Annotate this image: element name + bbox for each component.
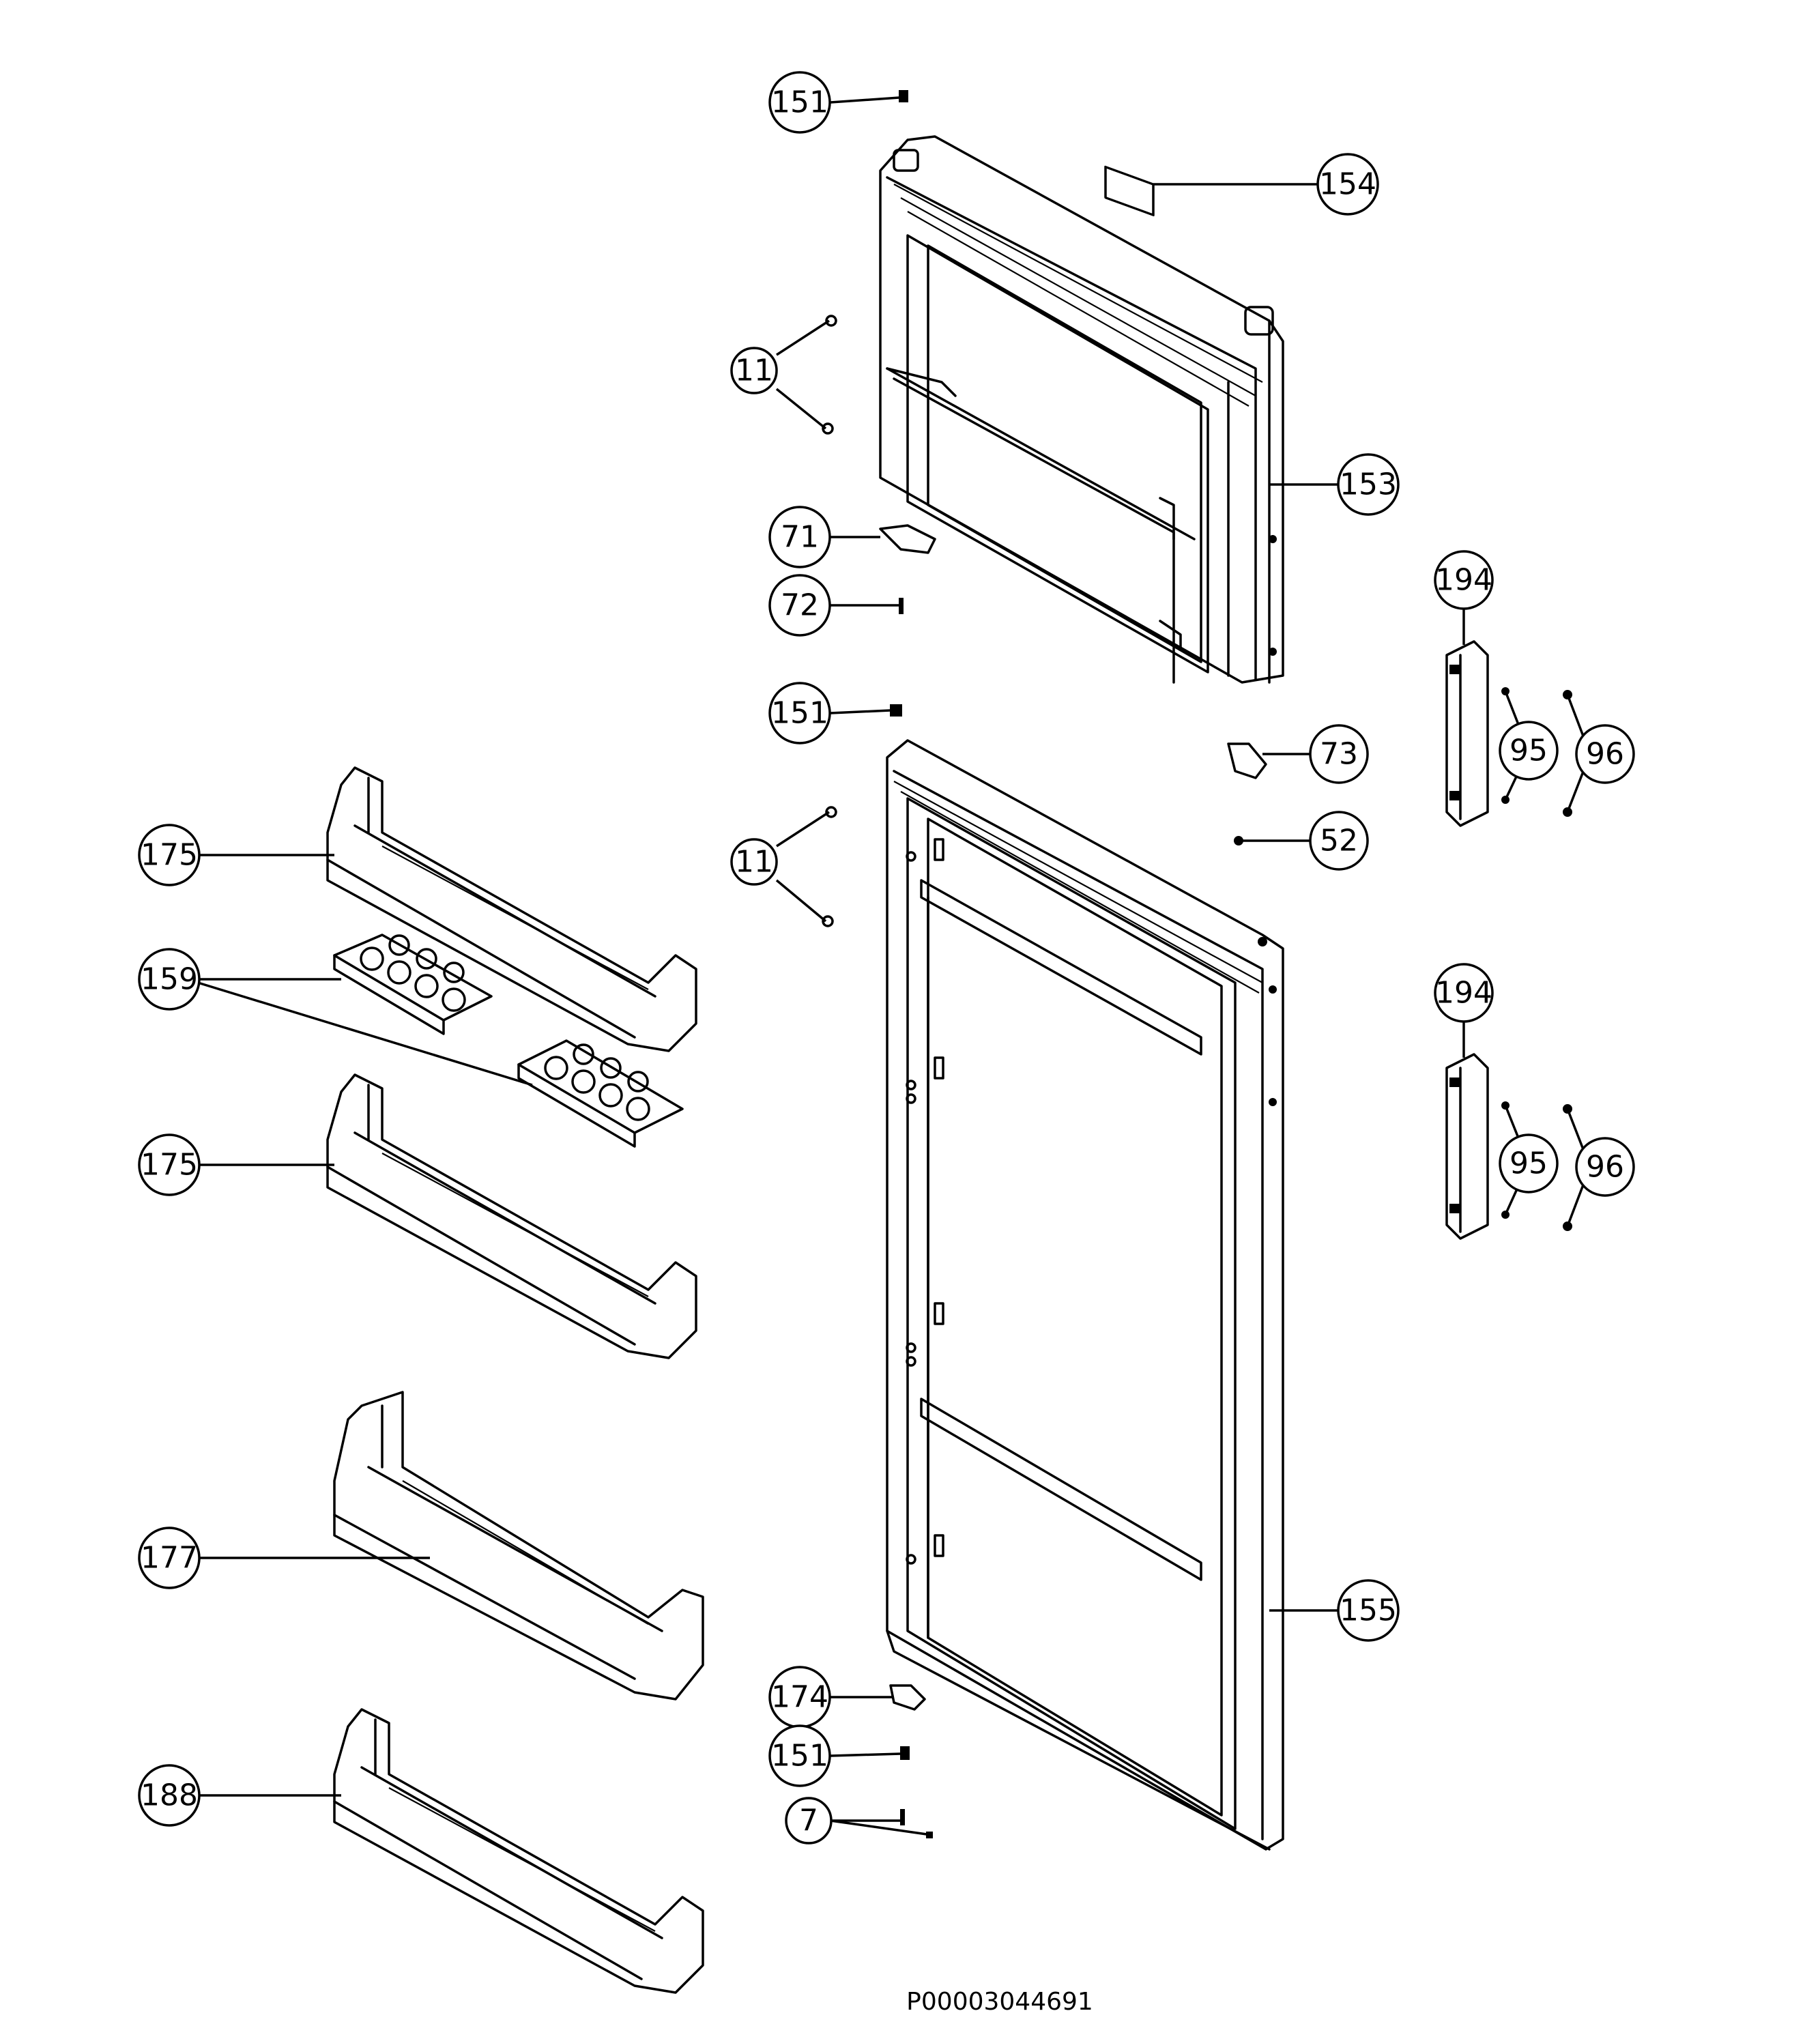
callout-177: 177 — [138, 1527, 201, 1589]
callout-96-top: 96 — [1575, 724, 1635, 784]
svg-text:95: 95 — [1510, 734, 1548, 768]
svg-text:175: 175 — [141, 838, 198, 873]
diagram-code: P00003044691 — [906, 1988, 1093, 2016]
callout-188: 188 — [138, 1764, 201, 1827]
label-strip-154 — [1104, 165, 1155, 216]
callout-175-middle: 175 — [138, 1133, 201, 1196]
callout-7: 7 — [785, 1797, 833, 1845]
door-shelf-175-middle — [326, 1073, 697, 1359]
egg-tray-159-upper — [333, 934, 493, 1035]
callout-73: 73 — [1309, 724, 1369, 784]
svg-text:174: 174 — [771, 1680, 828, 1715]
callout-96-bottom: 96 — [1575, 1137, 1635, 1197]
svg-text:177: 177 — [141, 1541, 198, 1576]
svg-text:11: 11 — [735, 845, 773, 880]
callout-153: 153 — [1337, 453, 1400, 516]
callout-194-bottom: 194 — [1434, 963, 1494, 1023]
door-shelf-188 — [333, 1708, 704, 1994]
callout-11-mid: 11 — [730, 838, 778, 886]
svg-text:95: 95 — [1510, 1146, 1548, 1181]
callout-151-bottom: 151 — [768, 1724, 831, 1787]
callout-95-top: 95 — [1499, 721, 1559, 781]
svg-text:96: 96 — [1586, 1150, 1624, 1185]
callout-175-top: 175 — [138, 824, 201, 886]
svg-text:154: 154 — [1319, 167, 1376, 202]
svg-text:73: 73 — [1320, 737, 1358, 772]
svg-text:11: 11 — [735, 353, 773, 388]
hinge-194-top — [1445, 640, 1489, 827]
callout-194-top: 194 — [1434, 550, 1494, 610]
callout-151-mid: 151 — [768, 682, 831, 744]
freezer-door-153 — [879, 135, 1284, 684]
door-bin-177 — [333, 1391, 704, 1701]
svg-text:151: 151 — [771, 85, 828, 120]
callout-95-bottom: 95 — [1499, 1133, 1559, 1194]
small-hardware — [822, 90, 1572, 1838]
svg-text:188: 188 — [141, 1778, 198, 1813]
svg-text:194: 194 — [1435, 563, 1492, 598]
callout-151-top: 151 — [768, 71, 831, 134]
svg-text:7: 7 — [799, 1804, 818, 1838]
callout-155: 155 — [1337, 1579, 1400, 1642]
svg-text:72: 72 — [781, 588, 819, 623]
callout-52: 52 — [1309, 811, 1369, 871]
callout-159: 159 — [138, 948, 201, 1011]
callout-71: 71 — [768, 506, 831, 568]
svg-text:151: 151 — [771, 696, 828, 731]
svg-text:52: 52 — [1320, 824, 1358, 858]
svg-text:159: 159 — [141, 962, 198, 997]
svg-text:151: 151 — [771, 1739, 828, 1774]
svg-text:71: 71 — [781, 520, 819, 555]
callout-154: 154 — [1316, 153, 1379, 216]
callout-11-top: 11 — [730, 347, 778, 394]
door-shelf-175-top — [326, 766, 697, 1052]
svg-text:155: 155 — [1340, 1593, 1397, 1628]
hinge-194-bottom — [1445, 1053, 1489, 1240]
callout-174: 174 — [768, 1666, 831, 1729]
svg-text:153: 153 — [1340, 467, 1397, 502]
callout-72: 72 — [768, 574, 831, 637]
egg-tray-159-lower — [517, 1039, 684, 1148]
svg-text:194: 194 — [1435, 976, 1492, 1011]
fresh-food-door-155 — [886, 739, 1284, 1851]
svg-text:96: 96 — [1586, 737, 1624, 772]
svg-text:175: 175 — [141, 1148, 198, 1183]
